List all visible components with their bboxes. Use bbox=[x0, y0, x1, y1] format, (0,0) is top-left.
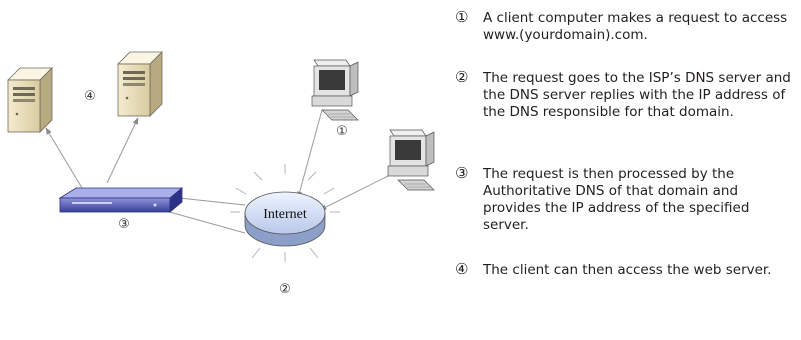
arrow-router-to-server-right bbox=[106, 117, 139, 184]
arrow-client-bottom-to-internet bbox=[319, 175, 389, 211]
diagram-marker-3: ③ bbox=[118, 217, 130, 232]
dns-diagram: Internet ① ② ③ ④ bbox=[7, 51, 435, 297]
client-computer-icon-bottom bbox=[387, 129, 435, 191]
step-text-2: The request goes to the ISP’s DNS server… bbox=[483, 70, 791, 120]
step-text-4: The client can then access the web serve… bbox=[483, 262, 772, 278]
arrow-internet-to-router-top bbox=[169, 194, 246, 206]
diagram-marker-1: ① bbox=[336, 124, 348, 139]
cloud-rays bbox=[230, 164, 340, 262]
arrow-router-to-server-left bbox=[45, 127, 83, 189]
diagram-marker-4: ④ bbox=[84, 89, 96, 104]
web-server-icon-left bbox=[7, 67, 53, 133]
step-number-2: ② bbox=[455, 68, 469, 86]
step-number-4: ④ bbox=[455, 260, 469, 278]
step-2: ② The request goes to the ISP’s DNS serv… bbox=[455, 68, 795, 146]
diagram-marker-2: ② bbox=[279, 282, 291, 297]
arrow-client-top-to-internet bbox=[296, 109, 323, 199]
client-computer-icon-top bbox=[311, 59, 359, 121]
step-1: ① A client computer makes a request to a… bbox=[455, 8, 795, 50]
step-number-3: ③ bbox=[455, 164, 469, 182]
step-number-1: ① bbox=[455, 8, 469, 26]
internet-cloud: Internet bbox=[230, 164, 340, 262]
web-server-icon-right bbox=[117, 51, 163, 117]
step-text-1: A client computer makes a request to acc… bbox=[483, 10, 788, 43]
internet-label: Internet bbox=[263, 207, 307, 222]
connection-arrows bbox=[45, 109, 389, 234]
step-3: ③ The request is then processed by the A… bbox=[455, 164, 795, 242]
step-4: ④ The client can then access the web ser… bbox=[455, 260, 795, 302]
router-icon bbox=[58, 187, 184, 213]
step-text-3: The request is then processed by the Aut… bbox=[483, 166, 750, 233]
